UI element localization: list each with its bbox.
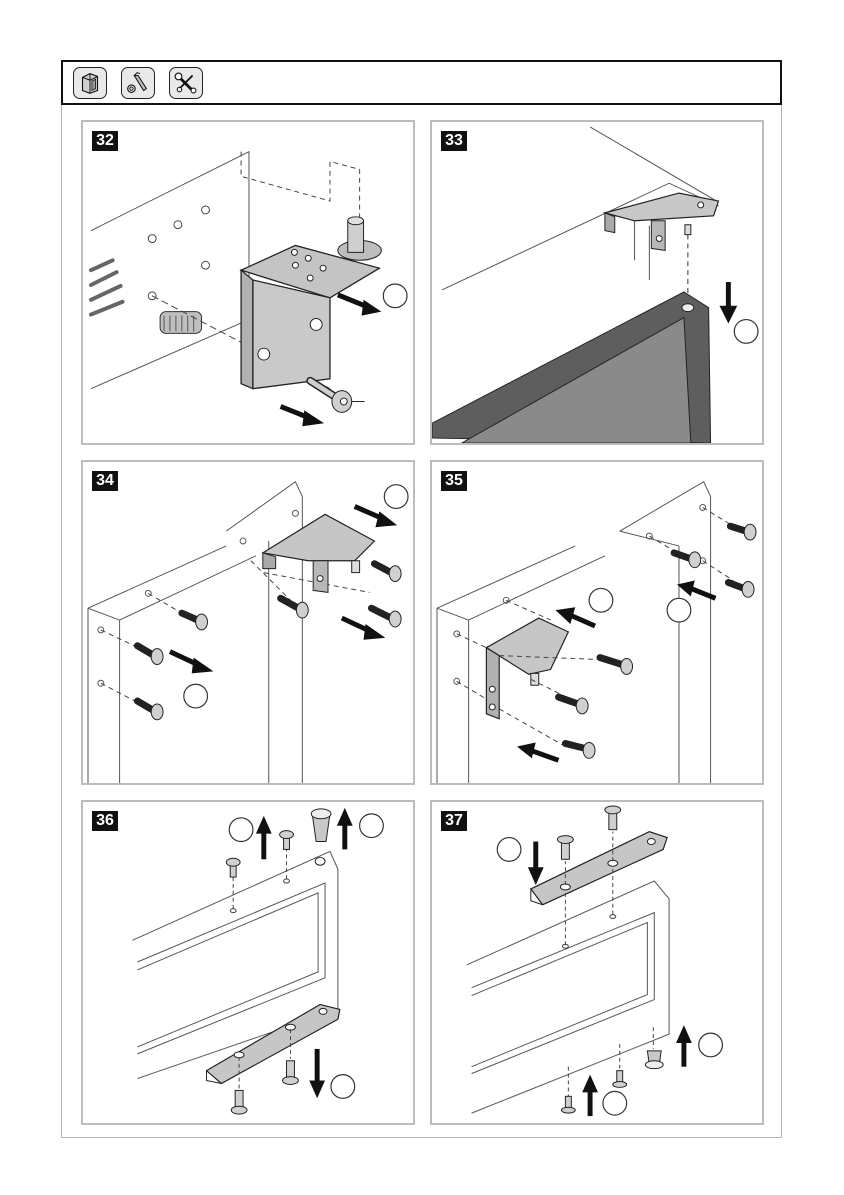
step-number: 37 (441, 811, 467, 831)
step-32-panel: 32 (81, 120, 415, 445)
step-37-panel: 37 (430, 800, 764, 1125)
step-33-panel: 33 (430, 120, 764, 445)
cabinet-icon (74, 68, 106, 98)
step-number: 36 (92, 811, 118, 831)
step-35-panel: 35 (430, 460, 764, 785)
step-number: 34 (92, 471, 118, 491)
step-36-panel: 36 (81, 800, 415, 1125)
wrench-screwdriver-icon (170, 68, 202, 98)
step-33-illustration (432, 122, 762, 443)
step-32-illustration (83, 122, 413, 443)
step-number: 32 (92, 131, 118, 151)
allen-key-icon (122, 68, 154, 98)
step-35-illustration (432, 462, 762, 783)
step-number: 33 (441, 131, 467, 151)
step-34-illustration (83, 462, 413, 783)
step-37-illustration (432, 802, 762, 1123)
step-36-illustration (83, 802, 413, 1123)
tool-wrench-screwdriver (169, 67, 203, 99)
tools-required-bar (61, 60, 782, 105)
step-34-panel: 34 (81, 460, 415, 785)
step-number: 35 (441, 471, 467, 491)
tool-allen-key (121, 67, 155, 99)
tool-cabinet (73, 67, 107, 99)
